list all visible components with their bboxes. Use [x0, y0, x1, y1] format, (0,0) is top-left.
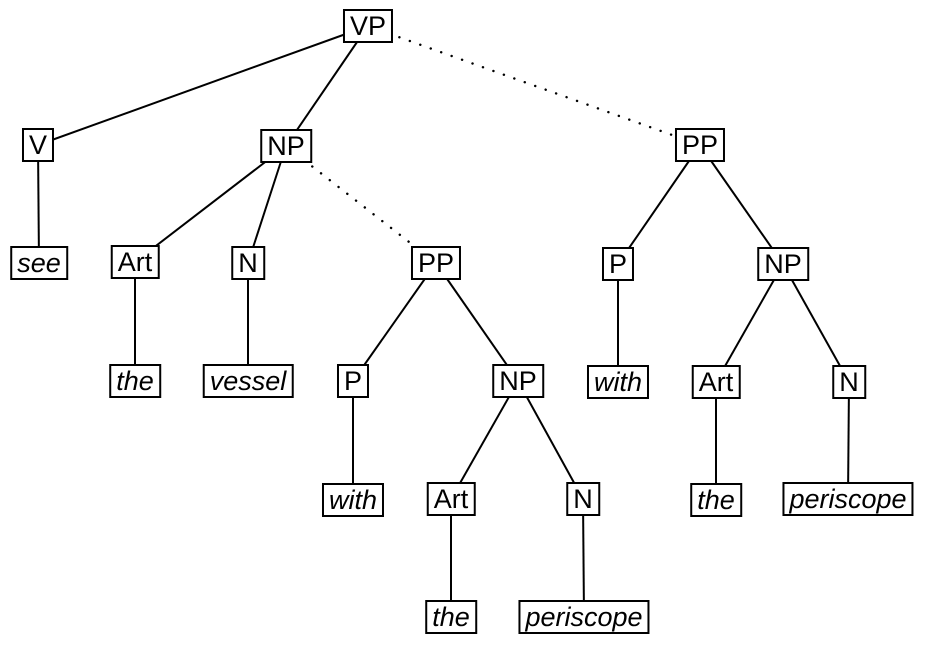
tree-node-the3: the — [690, 483, 742, 517]
tree-node-vp: VP — [342, 9, 394, 43]
tree-node-np2: NP — [492, 364, 544, 398]
tree-node-with2: with — [586, 365, 650, 399]
tree-edge-np2-art2 — [450, 380, 519, 500]
tree-node-art3: Art — [691, 365, 741, 399]
tree-edge-pp2-p2 — [617, 144, 701, 265]
tree-node-periscope2: periscope — [782, 482, 914, 516]
tree-edge-pp2-np3 — [699, 144, 784, 265]
tree-edge-n2-periscope1 — [582, 498, 585, 618]
tree-edge-np3-art3 — [715, 263, 784, 383]
tree-edge-pp1-p1 — [352, 262, 437, 382]
tree-node-np1: NP — [260, 129, 312, 163]
tree-node-see: see — [10, 246, 68, 280]
tree-node-n2: N — [566, 482, 600, 516]
tree-node-pp2: PP — [674, 128, 726, 162]
tree-edge-n3-periscope2 — [847, 381, 850, 500]
tree-edge-vp-v — [37, 25, 369, 146]
tree-node-periscope1: periscope — [518, 600, 650, 634]
tree-edge-np2-n2 — [517, 380, 584, 500]
tree-edge-np1-art1 — [134, 145, 287, 263]
tree-node-pp1: PP — [410, 246, 462, 280]
tree-node-n1: N — [231, 246, 265, 280]
tree-node-art1: Art — [110, 245, 160, 279]
tree-node-the2: the — [425, 600, 477, 634]
tree-edge-v-see — [37, 144, 40, 264]
tree-node-vessel: vessel — [202, 364, 294, 398]
tree-node-with1: with — [321, 483, 385, 517]
tree-edge-vp-np1 — [285, 25, 369, 147]
tree-edge-np1-n1 — [247, 145, 287, 264]
tree-node-p1: P — [336, 364, 370, 398]
tree-node-np3: NP — [757, 247, 809, 281]
tree-edge-pp1-np2 — [435, 262, 519, 382]
tree-node-v: V — [21, 128, 55, 162]
tree-node-p2: P — [601, 247, 635, 281]
tree-node-n3: N — [832, 365, 866, 399]
tree-edge-np3-n3 — [782, 263, 850, 383]
tree-node-art2: Art — [426, 482, 476, 516]
tree-node-the1: the — [109, 364, 161, 398]
